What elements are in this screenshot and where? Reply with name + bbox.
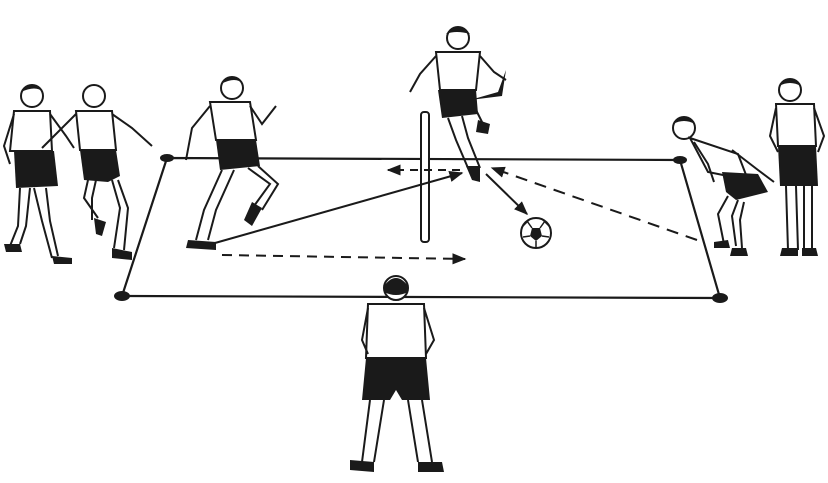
ball-arrow <box>485 173 529 215</box>
waiting-player-2 <box>41 84 153 260</box>
field <box>114 154 728 303</box>
corner-marker <box>712 293 728 303</box>
arrows <box>214 164 698 265</box>
crouching-player <box>672 116 775 256</box>
corner-marker <box>160 154 174 162</box>
corner-marker <box>673 156 687 164</box>
soccer-ball-icon <box>520 217 552 249</box>
net-pole <box>420 111 430 243</box>
jumping-player <box>409 26 507 182</box>
corner-marker <box>114 291 130 301</box>
waiting-player-1 <box>2 84 75 264</box>
goalkeeper-front <box>350 275 444 472</box>
running-player <box>185 76 280 250</box>
diagonal-arrow <box>490 166 698 241</box>
run-arrow <box>221 253 467 265</box>
pass-arrow <box>214 171 464 244</box>
standing-player-right <box>768 78 826 256</box>
